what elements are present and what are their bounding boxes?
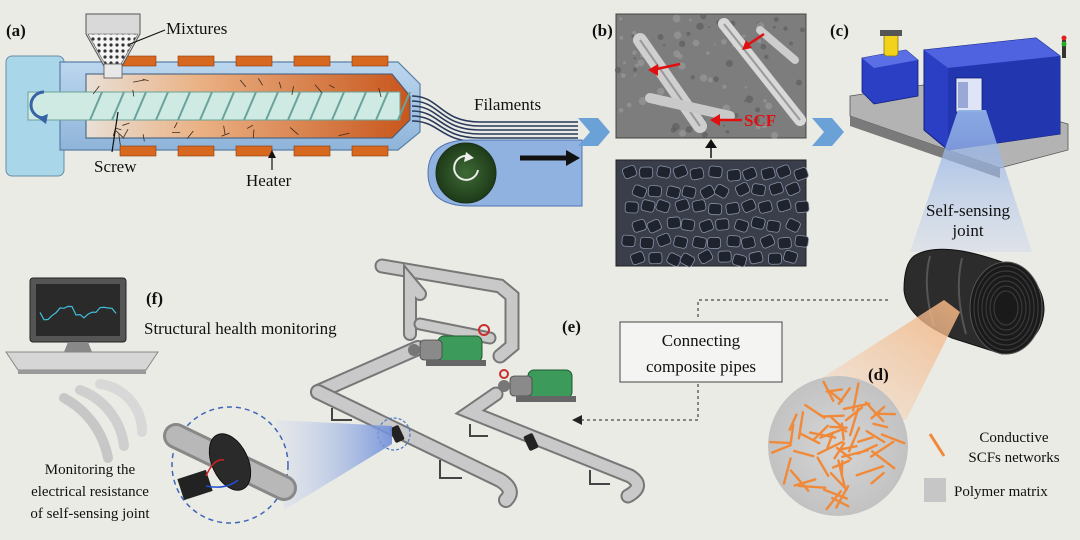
panel-label-a: (a) (6, 21, 26, 40)
joint-threads (973, 265, 1039, 351)
pellet-arrowhead-icon (705, 139, 717, 148)
monitoring-caption-line2: electrical resistance (31, 484, 149, 500)
rotation-arrow-icon (29, 90, 45, 120)
joint-rib-2 (957, 257, 967, 335)
signal-light-red (1061, 35, 1067, 41)
panel-label-b: (b) (592, 21, 613, 40)
filaments-label: Filaments (474, 95, 541, 114)
heater-bands (119, 55, 389, 157)
pump-2 (498, 369, 576, 402)
flow-chevron-2-icon (812, 118, 844, 146)
screw-leader (111, 111, 119, 153)
zoom-joint (208, 433, 252, 491)
network-panel: (d) Conductive SCFs networks Polymer mat… (768, 365, 1060, 516)
flow-chevron-1-icon (578, 118, 610, 146)
scf-arrowhead-2-icon (742, 40, 752, 50)
panel-label-e: (e) (562, 317, 581, 336)
pipe-joint-2 (523, 433, 539, 451)
legend-matrix-label: Polymer matrix (954, 484, 1048, 500)
rotation-arrowhead-icon (38, 114, 48, 124)
pipe-system-panel: (e) (310, 258, 645, 508)
connecting-line1: Connecting (662, 331, 741, 350)
monitor-signal-trace (39, 305, 117, 321)
monitoring-panel: (f) Structural health monitoring Monitor… (5, 277, 337, 524)
panel-label-c: (c) (830, 21, 849, 40)
sem-fibers (633, 18, 806, 133)
connect-arrowhead-icon (572, 415, 582, 425)
sem-image (615, 13, 807, 139)
legend-fiber-line1: Conductive (979, 430, 1048, 446)
connecting-callout: Connecting composite pipes (572, 299, 888, 425)
scf-arrowhead-3-icon (710, 114, 720, 126)
legend-fiber-line2: SCFs networks (968, 450, 1059, 466)
material-panel: SCF (b) (592, 13, 810, 268)
screw-shaft (27, 91, 401, 121)
connecting-line2: composite pipes (646, 357, 756, 376)
filament-spool (435, 142, 497, 204)
joint-opening (969, 261, 1043, 355)
mixtures-leader (129, 29, 166, 45)
filament-cartridge (883, 33, 899, 57)
legend-matrix-swatch (924, 478, 946, 502)
hopper-throat (103, 63, 123, 79)
wireless-signal-icon (59, 379, 148, 463)
pump-1 (408, 324, 490, 366)
connect-dash-1 (697, 299, 888, 320)
joint-title-line1: Self-sensing (926, 201, 1011, 220)
panel-label-f: (f) (146, 289, 163, 308)
pipe-supports (331, 408, 610, 485)
zoom-beam (276, 420, 392, 510)
heater-arrowhead-icon (268, 150, 276, 158)
screw-label: Screw (94, 157, 137, 176)
spool-arrowhead-icon (464, 152, 474, 162)
sensor-module (177, 469, 213, 501)
signal-light-pole (1062, 40, 1066, 58)
printer-feeder-top (862, 50, 918, 68)
monitoring-title: Structural health monitoring (144, 319, 337, 338)
monitor-stand (64, 342, 92, 352)
connecting-box (619, 321, 783, 383)
monitor-screen (36, 284, 120, 336)
pipe-network (310, 258, 645, 508)
scf-network (769, 380, 906, 511)
legend-fiber-swatch (928, 433, 946, 457)
panel-label-d: (d) (868, 365, 889, 384)
scf-arrowhead-1-icon (648, 64, 658, 76)
pipe-joint-1 (389, 425, 405, 443)
pellets (621, 164, 810, 268)
extruder-panel: (a) Mixtures Screw Heater Filaments (5, 13, 583, 207)
spool-rotation-icon (453, 154, 479, 181)
melt-fibers (92, 78, 382, 146)
joint-highlight-ring (377, 417, 411, 451)
computer-base-edge (18, 370, 146, 374)
scf-label: SCF (744, 111, 776, 130)
heater-label: Heater (246, 171, 292, 190)
monitoring-caption-line1: Monitoring the (45, 462, 136, 478)
printer-body-top (924, 38, 1060, 68)
mixtures-label: Mixtures (166, 19, 227, 38)
signal-light-green (1061, 41, 1067, 47)
printer-window-inner (958, 82, 968, 108)
screw-flights (89, 91, 411, 121)
connect-dash-2 (580, 384, 699, 421)
printer-beam (910, 110, 1032, 252)
sensor-wire-blue (205, 479, 239, 488)
joint-title-line2: joint (951, 221, 983, 240)
monitoring-caption-line3: of self-sensing joint (30, 506, 150, 522)
output-arrowhead-icon (566, 150, 580, 166)
sensor-wire-red (205, 459, 225, 477)
computer-base (5, 351, 159, 371)
cartridge-cap (880, 30, 902, 36)
